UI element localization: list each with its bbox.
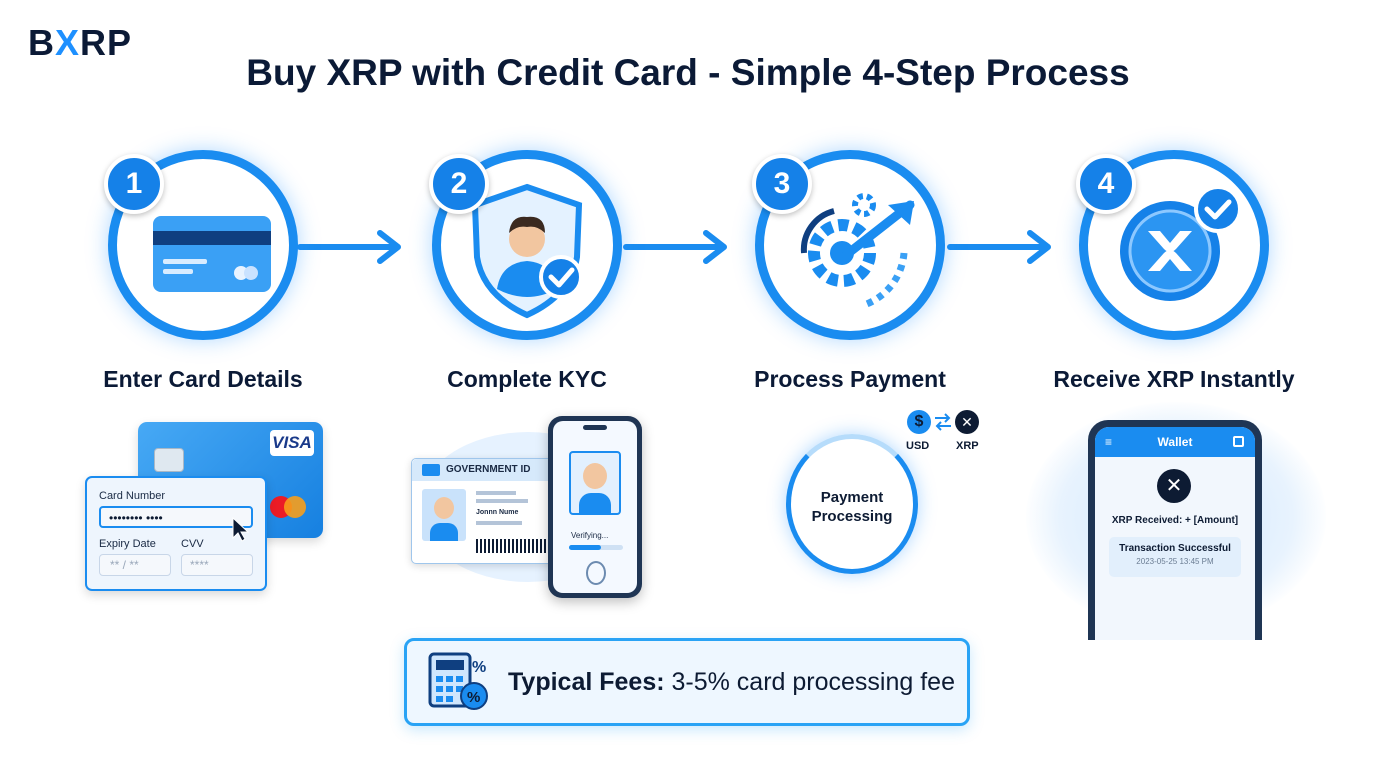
id-card-header — [412, 459, 560, 481]
id-photo-face — [434, 497, 454, 519]
logo-text-accent: X — [55, 22, 81, 63]
verify-progress-fill — [569, 545, 602, 550]
id-text-line-3 — [476, 521, 522, 525]
step-2-label: Complete KYC — [447, 366, 607, 392]
calculator-percent-icon: % % — [428, 652, 488, 710]
cvv-input[interactable]: **** — [181, 554, 253, 576]
usd-label: USD — [906, 440, 930, 452]
transaction-timestamp: 2023-05-25 13:45 PM — [1136, 557, 1214, 566]
face-scan-frame — [569, 451, 621, 515]
svg-text:%: % — [472, 659, 486, 676]
phone-kyc: Verifying... — [548, 416, 642, 598]
transaction-status: Transaction Successful — [1119, 543, 1231, 554]
fees-box — [404, 638, 970, 726]
processing-text: Payment Processing — [796, 488, 908, 526]
processing-text-line1: Payment — [820, 489, 884, 506]
visa-logo: VISA — [270, 430, 314, 456]
xrp-logo-icon: ✕ — [1157, 469, 1191, 503]
verify-progress — [569, 545, 623, 550]
phone-kyc-screen: Verifying... — [553, 421, 637, 593]
processing-text-line2: Processing — [811, 508, 893, 525]
logo-text-prefix: B — [28, 22, 55, 63]
phone-wallet: ≡ Wallet ✕ XRP Received: + [Amount] Tran… — [1088, 420, 1262, 640]
card-number-label: Card Number — [99, 490, 166, 502]
id-text-line-2 — [476, 499, 528, 503]
brand-logo: BXRP — [28, 22, 132, 64]
cursor-icon — [232, 516, 250, 542]
card-chip-icon — [154, 448, 184, 472]
svg-text:%: % — [467, 689, 480, 706]
fees-text: Typical Fees: 3-5% card processing fee — [508, 668, 955, 697]
card-number-input[interactable]: •••••••• •••• — [99, 506, 253, 528]
fingerprint-icon — [586, 561, 606, 585]
xrp-coin-icon — [1120, 185, 1242, 301]
xrp-received-text: XRP Received: + [Amount] — [1111, 515, 1239, 526]
card-form: Card Number •••••••• •••• Expiry Date CV… — [85, 476, 267, 591]
xrp-small-icon: ✕ — [955, 410, 979, 434]
id-photo-body — [430, 523, 458, 541]
id-title: GOVERNMENT ID — [446, 464, 531, 475]
step-3-number: 3 — [752, 154, 812, 214]
step-2-number: 2 — [429, 154, 489, 214]
step-1-number: 1 — [104, 154, 164, 214]
xrp-label: XRP — [956, 440, 979, 452]
phone-kyc-notch — [583, 425, 607, 430]
cvv-label: CVV — [181, 538, 204, 550]
id-flag-icon — [422, 464, 440, 476]
expiry-label: Expiry Date — [99, 538, 156, 550]
expiry-input[interactable]: ** / ** — [99, 554, 171, 576]
transaction-card: Transaction Successful 2023-05-25 13:45 … — [1109, 537, 1241, 577]
fees-value: 3-5% card processing fee — [664, 668, 955, 696]
wallet-title: Wallet — [1157, 435, 1193, 449]
processing-gear-icon — [800, 193, 915, 309]
page-title: Buy XRP with Credit Card - Simple 4-Step… — [246, 52, 1130, 93]
dollar-icon: $ — [907, 410, 931, 434]
step-1-label: Enter Card Details — [103, 366, 303, 392]
credit-card-icon — [153, 216, 271, 292]
wallet-icon — [1233, 436, 1244, 447]
processing-ring — [786, 434, 918, 574]
step-4-label: Receive XRP Instantly — [1053, 366, 1295, 392]
phone-wallet-screen: ≡ Wallet ✕ XRP Received: + [Amount] Tran… — [1095, 427, 1255, 640]
id-name: Jonnn Nume — [476, 509, 519, 516]
face-scan-face — [583, 463, 607, 489]
mastercard-icon-right — [284, 496, 306, 518]
step-3-label: Process Payment — [754, 366, 946, 392]
exchange-arrows-icon — [935, 413, 951, 431]
face-scan-body — [579, 493, 611, 513]
step-4-number: 4 — [1076, 154, 1136, 214]
kyc-shield-icon — [471, 183, 583, 319]
id-photo — [422, 489, 466, 541]
id-text-line-1 — [476, 491, 516, 495]
logo-text-suffix: RP — [80, 22, 133, 63]
menu-icon: ≡ — [1105, 435, 1113, 449]
fees-label: Typical Fees: — [508, 668, 665, 696]
wallet-header — [1095, 427, 1255, 457]
government-id-card: GOVERNMENT ID Jonnn Nume — [411, 458, 561, 564]
verifying-text: Verifying... — [571, 531, 609, 540]
barcode-icon — [476, 539, 550, 553]
